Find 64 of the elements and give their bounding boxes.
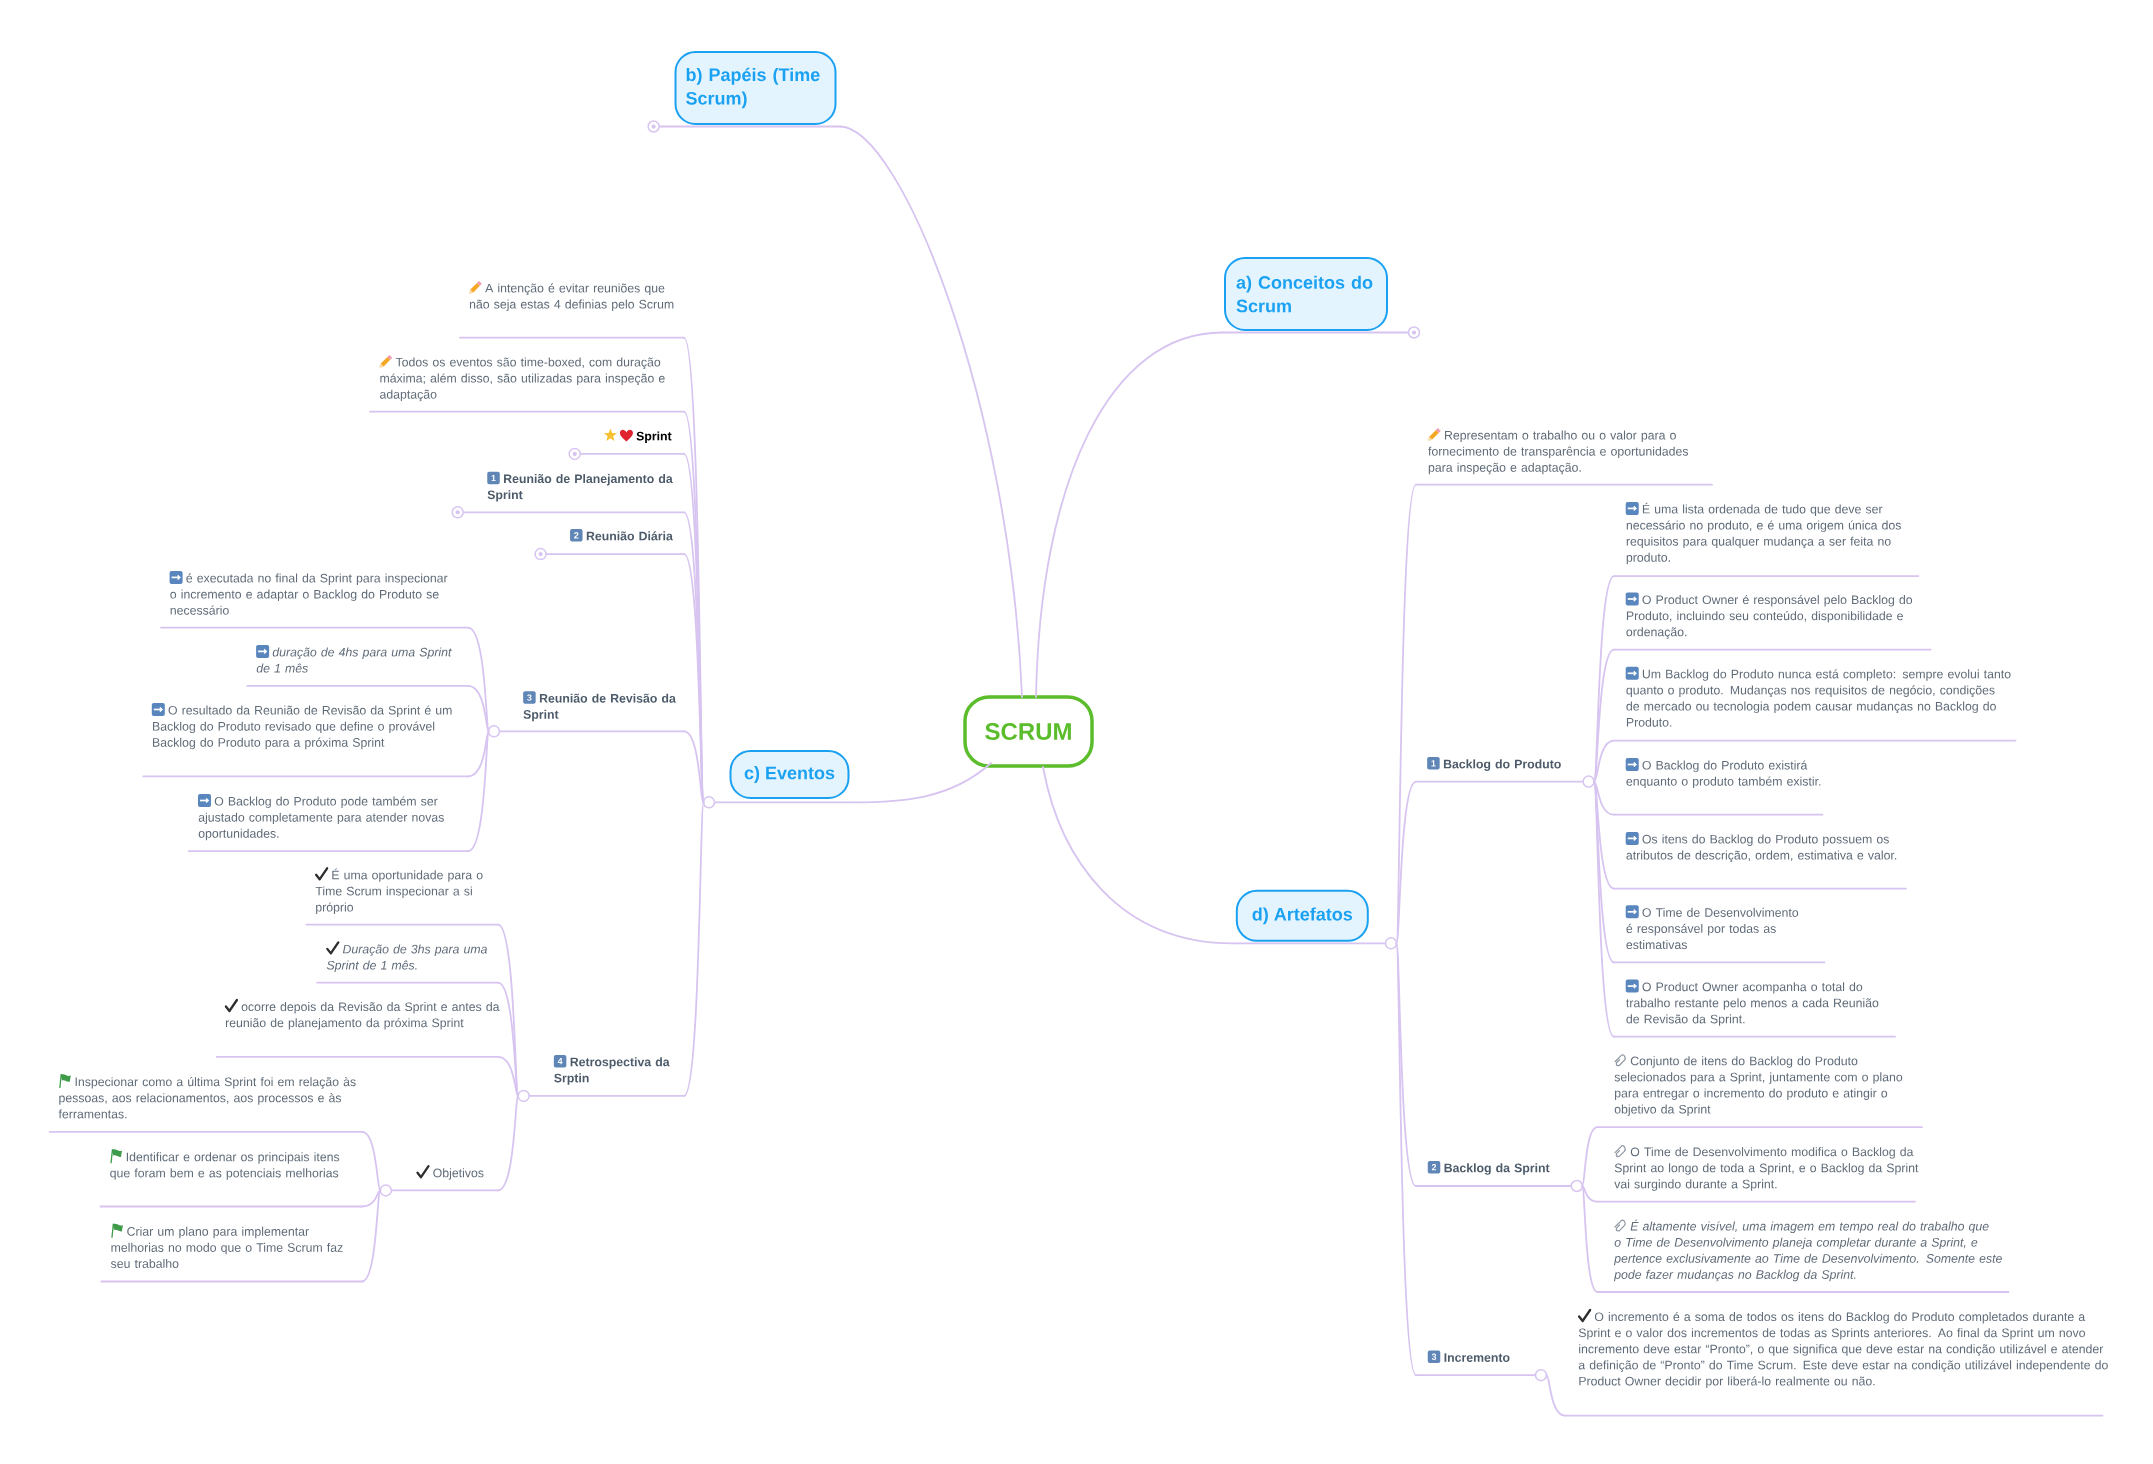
note-text: Representam o trabalho ou o valor para o fornecimento de transparência e oportunidades para inspeção e adaptação. [1415,430,1713,486]
number-badge: 3 [1427,1350,1441,1364]
connector [1581,1185,1599,1203]
note-text: Os itens do Backlog do Produto possuem os atributos de descrição, ordem, estimativa e valor. [1613,834,1907,890]
note-text: O Backlog do Produto existirá enquanto o produto também existir. [1613,760,1824,816]
connector [1593,780,1615,816]
connector [1035,331,1223,698]
connector [467,730,490,778]
connector [1545,1374,1566,1417]
note-text: O Product Owner é responsável pelo Backlog do Produto, incluindo seu conteúdo, disponibilidade e ordenação. [1613,594,1932,651]
connector [1581,1126,1599,1187]
note-text: É altamente visível, uma imagem em tempo real do trabalho que o Time de Desenvolvimento planeja completar durante a Sprint, e pertence exclusivamente ao Time de Desenvolvimento. Somente este pode fazer mudanças no Backlog da Sprint. [1596,1219,2010,1293]
connector [467,684,490,733]
note-text: duração de 4hs para uma Sprint de 1 mês [246,647,469,687]
note-text: É uma oportunidade para o Time Scrum inspecionar a si próprio [305,868,499,926]
connector [1042,766,1234,945]
connector [1395,942,1417,1187]
number-badge: 3 [523,691,536,704]
number-badge: 2 [1427,1160,1441,1174]
note-text: O Time de Desenvolvimento modifica o Backlog da Sprint ao longo de toda a Sprint, e o Backlog da Sprint vai surgindo durante a Sprint. [1596,1147,1919,1203]
note-text: ocorre depois da Revisão da Sprint e antes da reunião de planejamento da próxima Sprint [215,1002,500,1058]
topic-label: Sprint [579,431,685,455]
number-badge: 4 [553,1054,567,1068]
connector [361,1131,382,1192]
note-text: Objetivos [390,1168,499,1192]
number-badge: 1 [487,471,500,485]
topic-box: b) Papéis (Time Scrum) [674,51,837,125]
number-badge: 1 [1427,757,1440,770]
number-badge: 2 [570,529,583,542]
note-text: Inspecionar como a última Sprint foi em relação às pessoas, aos relacionamentos, aos processos e às ferramentas. [48,1077,363,1133]
connector [839,125,1023,698]
topic-box: c) Eventos [729,750,850,799]
connector [361,1189,382,1208]
connector [497,1056,519,1097]
note-text: O Backlog do Produto pode também ser ajustado completamente para atender novas oportunidades. [187,796,469,853]
connector [1395,942,1417,1377]
topic-box: a) Conceitos do Scrum [1224,257,1388,331]
note-text: O Product Owner acompanha o total do trabalho restante pelo menos a cada Reunião de Revisão da Sprint. [1613,982,1896,1038]
connector [852,762,992,804]
connector [1395,780,1417,945]
note-text: Conjunto de itens do Backlog do Produto selecionados para a Sprint, juntamente com o plano para entregar o incremento do produto e atingir o objetivo da Sprint [1596,1056,1923,1129]
note-text: Um Backlog do Produto nunca está completo: sempre evolui tanto quanto o produto. Mudanças nos requisitos de negócio, condições de mercado ou tecnologia podem causar mudanças no Backlog do Produto. [1613,669,2017,742]
note-text: é executada no final da Sprint para inspecionar o incremento e adaptar o Backlog do Produto se necessário [160,573,469,629]
connector [497,1095,519,1192]
note-text: A intenção é evitar reuniões que não seja estas 4 definias pelo Scrum [459,283,685,339]
connector [1593,648,1615,783]
connector [1581,1185,1599,1293]
connector [1593,780,1615,1038]
connector [467,730,490,853]
note-text: Criar um plano para implementar melhorias no modo que o Time Scrum faz seu trabalho [100,1226,363,1283]
connector [1593,739,1615,783]
connector [683,730,705,804]
connector [683,801,705,1097]
topic-box: d) Artefatos [1235,889,1369,942]
connector [1593,780,1615,890]
note-text: O Time de Desenvolvimento é responsável por todas as estimativas [1613,907,1826,964]
connector [361,1189,382,1283]
note-text: Todos os eventos são time-boxed, com duração máxima; além disso, são utilizadas para inspeção e adaptação [369,357,685,413]
note-text: Duração de 3hs para uma Sprint de 1 mês. [316,944,499,984]
note-text: É uma lista ordenada de tudo que deve ser necessário no produto, e é uma origem única dos requisitos para qualquer mudança a ser feita no produto. [1613,502,1920,577]
central-topic-box: SCRUM [963,695,1094,768]
note-text: O incremento é a soma de todos os itens do Backlog do Produto completados durante a Sprint e o valor dos incrementos de todas as Sprints anteriores. Ao final da Sprint um novo incremento deve estar “Pronto”, o que significa que deve estar na condição utilizável e atender a definição de “Pronto” do Time Scrum. Este deve estar na condição utilizável independente do Product Owner decidir por liberá-lo realmente ou não. [1564,1311,2108,1417]
note-text: Identificar e ordenar os principais itens que foram bem e as potenciais melhorias [99,1152,363,1208]
note-text: O resultado da Reunião de Revisão da Sprint é um Backlog do Produto revisado que define o provável Backlog do Produto para a próxima Sprint [142,705,469,778]
